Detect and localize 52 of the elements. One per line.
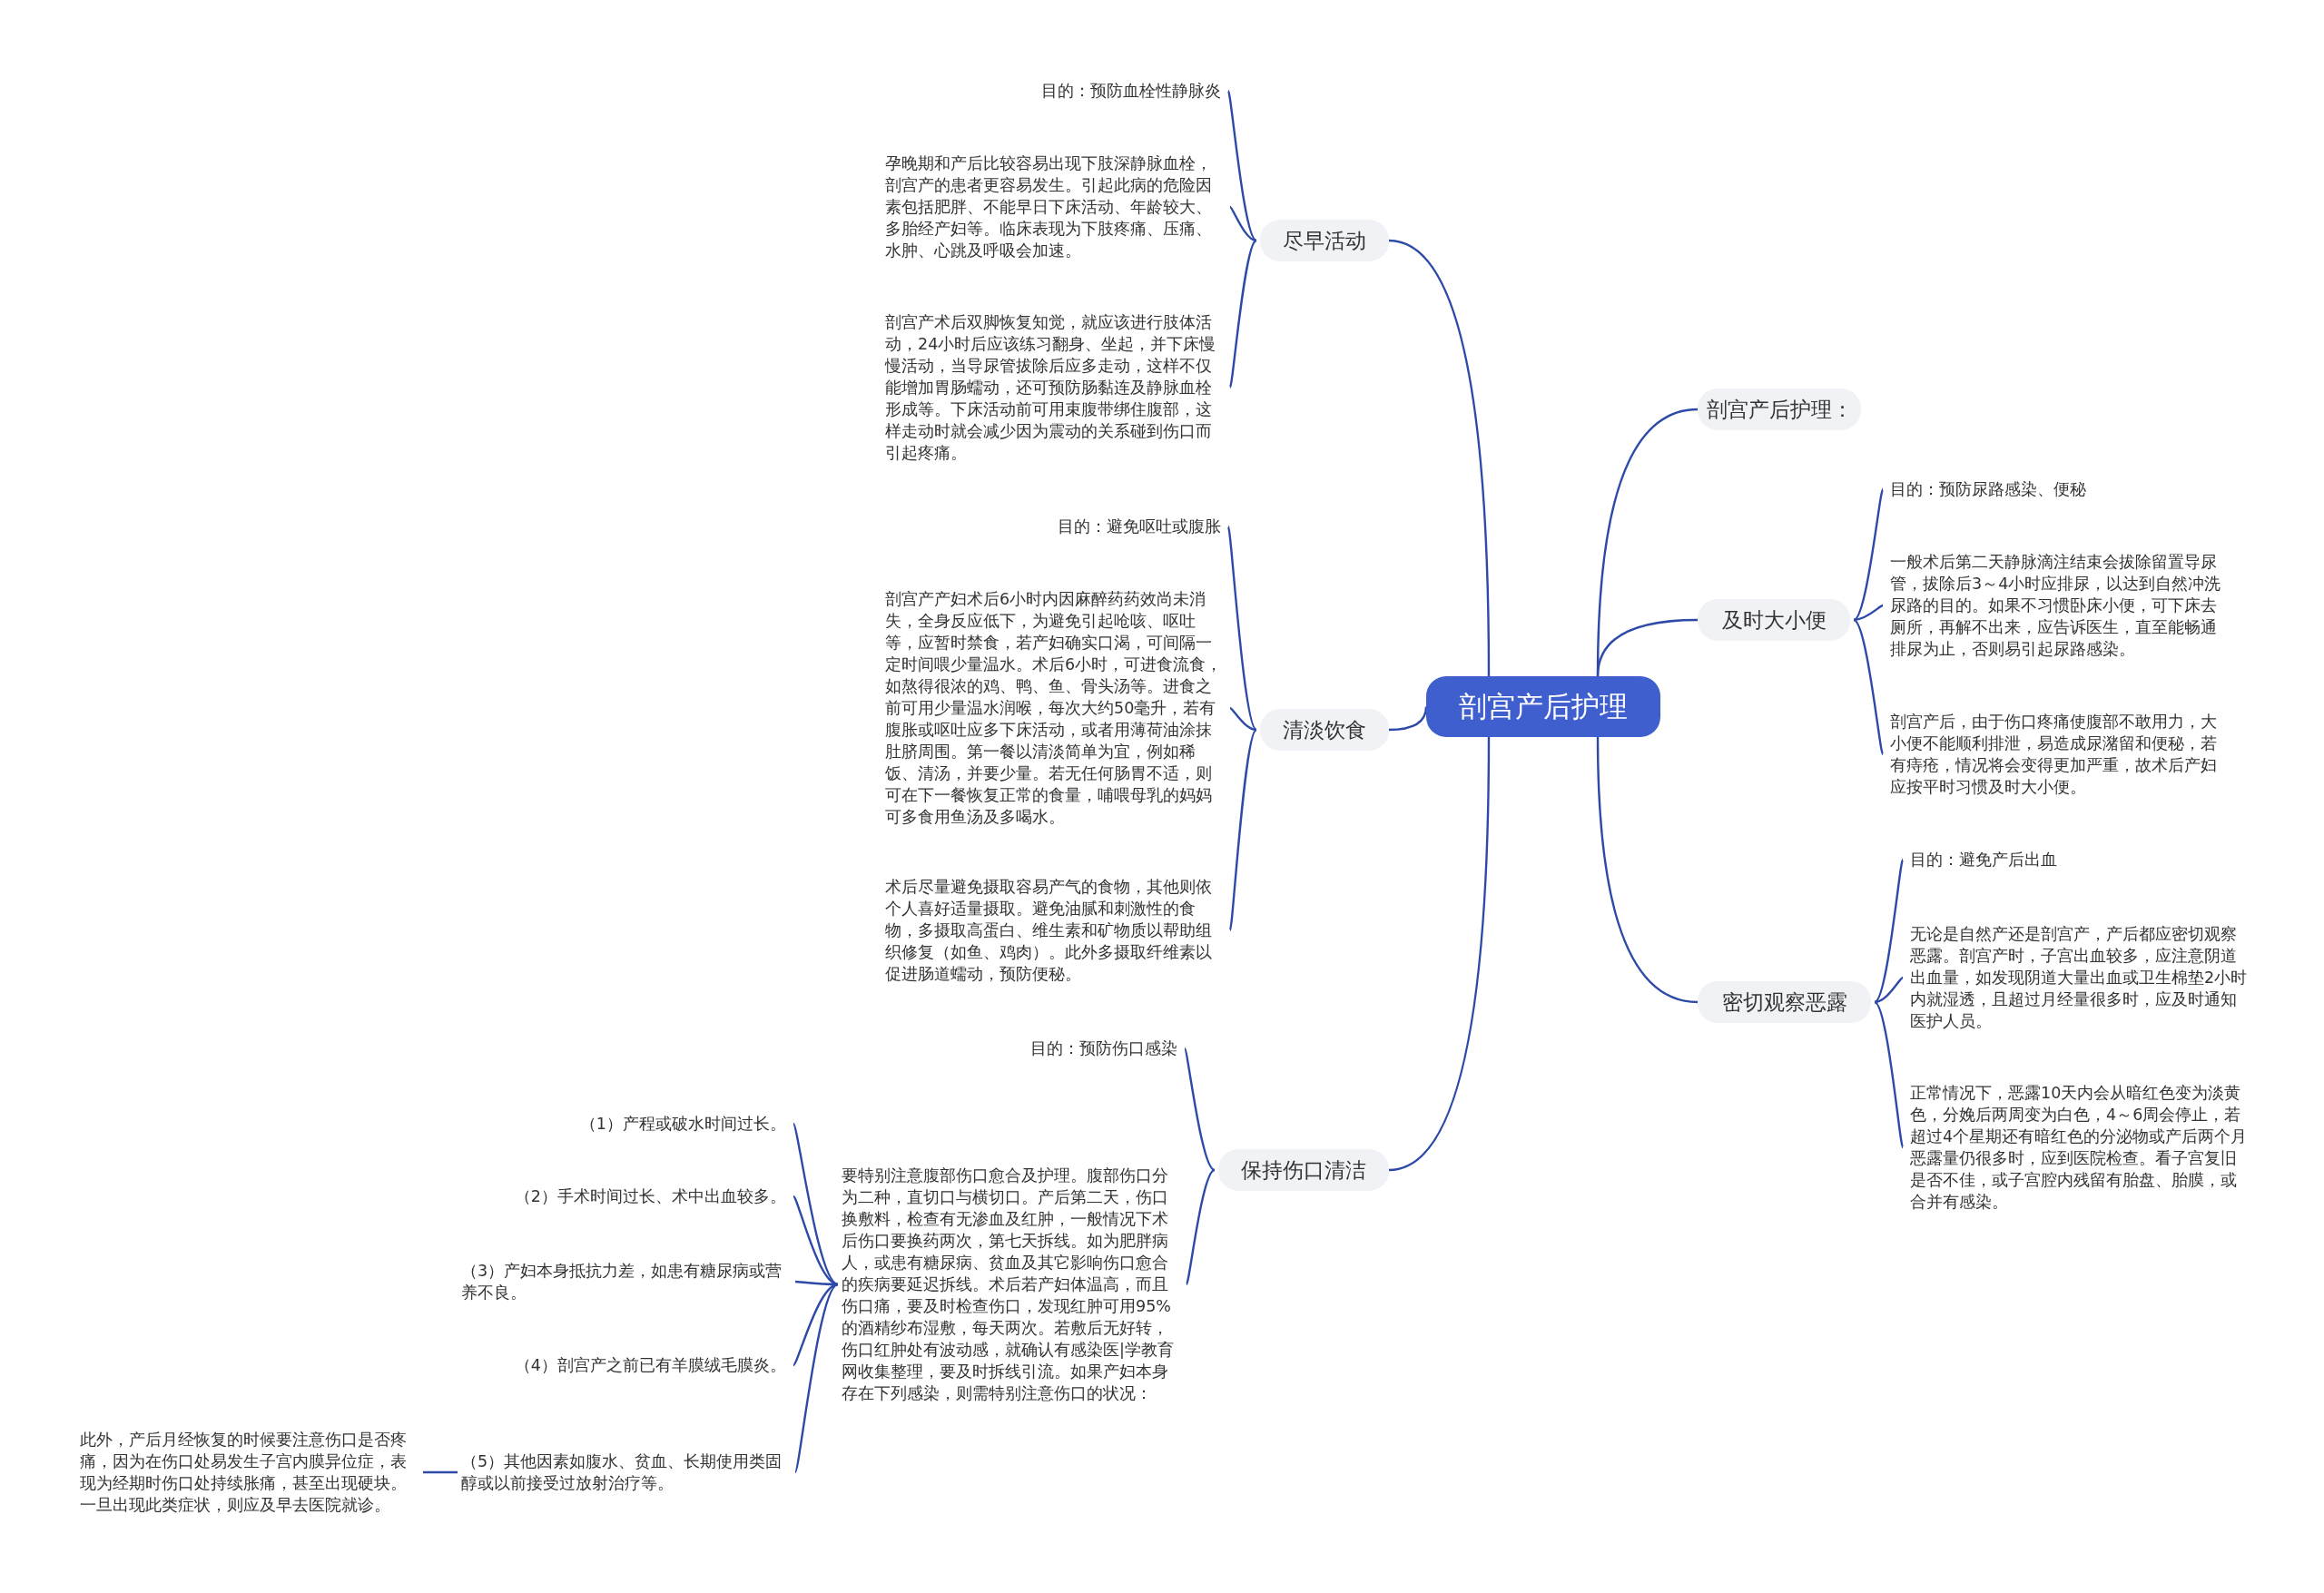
connector-line [1229, 707, 1257, 732]
note-text: （5）其他因素如腹水、贫血、长期使用类固醇或以前接受过放射治疗等。 [461, 1450, 788, 1494]
topic-box: 尽早活动 [1260, 220, 1389, 261]
note-text: 剖宫产术后双脚恢复知觉，就应该进行肢体活动，24小时后应该练习翻身、坐起，并下床慢慢活动，当导尿管拔除后应多走动，这样不仅能增加胃肠蠕动，还可预防肠黏连及静脉血栓形成等。下床活动前可用束腹带绑住腹部，这样走动时就会减少因为震动的关系碰到伤口而引起疼痛。 [885, 311, 1223, 464]
connector-line [793, 1195, 839, 1286]
note-text: 正常情况下，恶露10天内会从暗红色变为淡黄色，分娩后两周变为白色，4～6周会停止，若超过4个星期还有暗红色的分泌物或产后两个月恶露量仍很多时，应到医院检查。看子宫复旧是否不佳，或子宫腔内残留有胎盘、胎膜，或合并有感染。 [1910, 1082, 2248, 1213]
note-text: （1）产程或破水时间过长。 [454, 1113, 786, 1135]
note-text: 此外，产后月经恢复的时候要注意伤口是否疼痛，因为在伤口处易发生子宫内膜异位症，表现为经期时伤口处持续胀痛，甚至出现硬块。一旦出现此类症状，则应及早去医院就诊。 [80, 1429, 416, 1516]
note-text: 术后尽量避免摄取容易产气的食物，其他则依个人喜好适量摄取。避免油腻和刺激性的食物，多摄取高蛋白、维生素和矿物质以帮助组织修复（如鱼、鸡肉）。此外多摄取纤维素以促进肠道蠕动，预防便秘。 [885, 876, 1223, 985]
connector-line [794, 1280, 838, 1286]
connector-line [1874, 859, 1905, 1003]
connector-line [793, 1283, 839, 1473]
note-text: 剖宫产后，由于伤口疼痛使腹部不敢用力，大小便不能顺利排泄，易造成尿潴留和便秘，若有痔疮，情况将会变得更加严重，故术后产妇应按平时习惯及时大小便。 [1890, 711, 2228, 798]
connector-line [1229, 206, 1257, 242]
connector-line [1226, 526, 1257, 731]
topic-box: 清淡饮食 [1260, 709, 1389, 751]
connector-line [793, 1283, 839, 1366]
connector-line [1185, 1169, 1216, 1285]
note-text: 目的：避免呕吐或腹胀 [885, 516, 1221, 537]
note-text: 目的：预防伤口感染 [842, 1037, 1177, 1059]
connector-line [1228, 240, 1257, 388]
note-text: 一般术后第二天静脉滴注结束会拔除留置导尿管，拔除后3～4小时应排尿，以达到自然冲洗尿路的目的。如果不习惯卧床小便，可下床去厕所，再解不出来，应告诉医生，直至能畅通排尿为止，否则易引起尿路感染。 [1890, 551, 2228, 660]
connector-line [1388, 737, 1491, 1172]
topic-box: 及时大小便 [1698, 599, 1850, 641]
note-text: （2）手术时间过长、术中出血较多。 [454, 1185, 786, 1207]
connector-line [1388, 706, 1428, 732]
connector-line [423, 1470, 458, 1474]
note-text: 剖宫产产妇术后6小时内因麻醉药药效尚未消失，全身反应低下，为避免引起呛咳、呕吐等，应暂时禁食，若产妇确实口渴，可间隔一定时间喂少量温水。术后6小时，可进食流食，如熬得很浓的鸡、鸭、鱼、骨头汤等。进食之前可用少量温水润喉，每次大约50毫升，若有腹胀或呕吐应多下床活动，或者用薄荷油涂抹肚脐周围。第一餐以清淡简单为宜，例如稀饭、清汤，并要少量。若无任何肠胃不适，则可在下一餐恢复正常的食量，哺喂母乳的妈妈可多食用鱼汤及多喝水。 [885, 588, 1223, 828]
note-text: 目的：预防尿路感染、便秘 [1890, 478, 2226, 500]
connector-line [1874, 1001, 1905, 1148]
topic-box: 密切观察恶露 [1698, 981, 1871, 1023]
connector-line [1853, 488, 1885, 621]
connector-line [1183, 1047, 1216, 1171]
note-text: 孕晚期和产后比较容易出现下肢深静脉血栓，剖宫产的患者更容易发生。引起此病的危险因素包括肥胖、不能早日下床活动、年龄较大、多胎经产妇等。临床表现为下肢疼痛、压痛、水肿、心跳及呼吸会加速。 [885, 152, 1223, 261]
connector-line [1596, 736, 1699, 1004]
note-text: 目的：预防血栓性静脉炎 [885, 80, 1221, 102]
central-topic-box: 剖宫产后护理 [1426, 676, 1660, 737]
note-text: 要特别注意腹部伤口愈合及护理。腹部伤口分为二种，直切口与横切口。产后第二天，伤口换敷料，检查有无渗血及红肿，一般情况下术后伤口要换药两次，第七天拆线。如为肥胖病人，或患有糖尿病、贫血及其它影响伤口愈合的疾病要延迟拆线。术后若产妇体温高，而且伤口痛，要及时检查伤口，发现红肿可用95%的酒精纱布湿敷，每天两次。若敷后无好转，伤口红肿处有波动感，就确认有感染医|学教育网收集整理，要及时拆线引流。如果产妇本身存在下列感染，则需特别注意伤口的状况： [842, 1165, 1179, 1404]
connector-line [1596, 618, 1699, 677]
connector-line [1853, 604, 1884, 622]
connector-line [1853, 619, 1885, 755]
connector-line [1388, 239, 1491, 676]
topic-box: 剖宫产后护理： [1698, 388, 1861, 430]
topic-box: 保持伤口清洁 [1218, 1149, 1389, 1191]
connector-line [1226, 90, 1257, 241]
note-text: 无论是自然产还是剖宫产，产后都应密切观察恶露。剖宫产时，子宫出血较多，应注意阴道出血量，如发现阴道大量出血或卫生棉垫2小时内就湿透，且超过月经量很多时，应及时通知医护人员。 [1910, 923, 2248, 1032]
connector-line [1228, 729, 1257, 931]
connector-line [1874, 977, 1904, 1004]
note-text: （3）产妇本身抵抗力差，如患有糖尿病或营养不良。 [461, 1260, 788, 1303]
connector-line [792, 1123, 839, 1285]
note-text: 目的：避免产后出血 [1910, 849, 2246, 870]
note-text: （4）剖宫产之前已有羊膜绒毛膜炎。 [454, 1354, 786, 1376]
